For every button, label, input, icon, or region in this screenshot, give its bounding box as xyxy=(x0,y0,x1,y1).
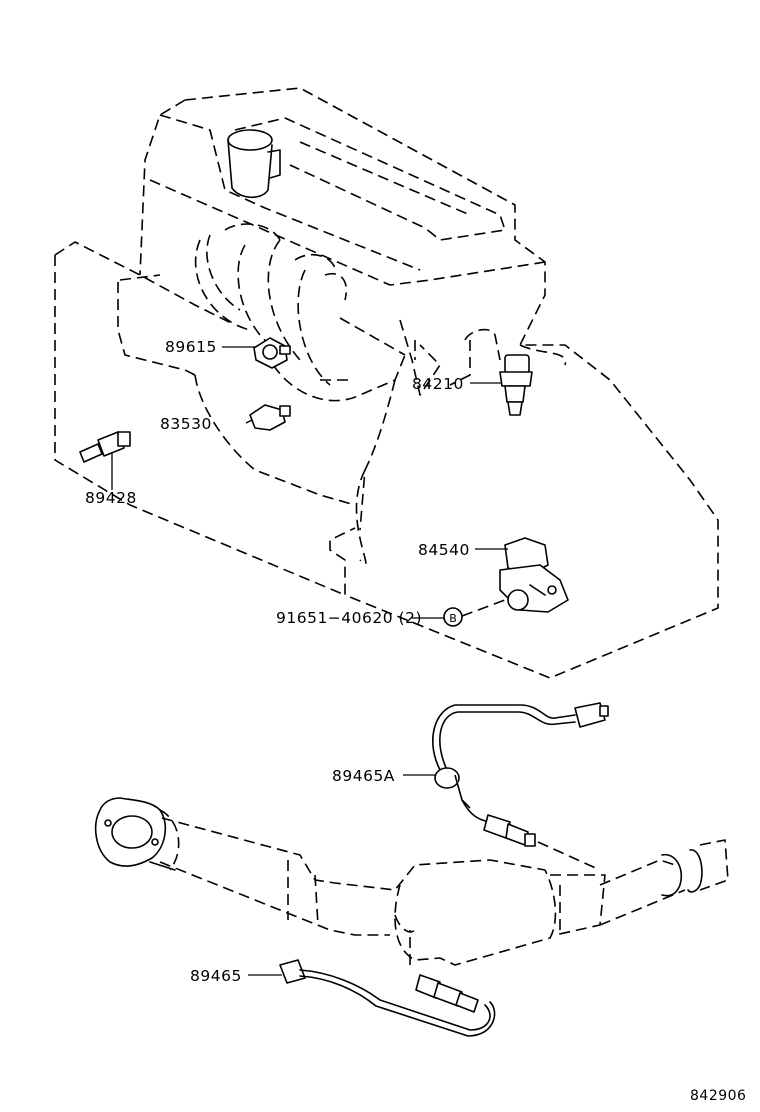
part-89428-sensor xyxy=(79,431,131,463)
part-83530-switch xyxy=(249,404,291,431)
part-89465A-oxygen-sensor xyxy=(432,702,609,847)
part-89465-oxygen-sensor xyxy=(279,930,496,1037)
svg-text:B: B xyxy=(449,612,457,625)
part-84540-switch xyxy=(499,537,569,613)
callout-89465A: 89465A xyxy=(332,767,395,785)
reference-code: 842906 xyxy=(690,1088,746,1104)
exhaust-outline xyxy=(94,797,729,966)
part-89615-sensor xyxy=(253,337,291,369)
engine-outline xyxy=(54,87,719,679)
part-91651-bolt: B xyxy=(443,607,463,627)
callout-89615: 89615 xyxy=(165,338,217,356)
callout-89465: 89465 xyxy=(190,967,242,985)
callout-84210: 84210 xyxy=(412,375,464,393)
part-84210-sensor xyxy=(499,354,533,416)
callout-89428: 89428 xyxy=(85,489,137,507)
leader-lines xyxy=(111,346,508,976)
callout-83530: 83530 xyxy=(160,415,212,433)
callout-84540: 84540 xyxy=(418,541,470,559)
callout-91651-40620: 91651−40620 (2) xyxy=(276,609,422,627)
